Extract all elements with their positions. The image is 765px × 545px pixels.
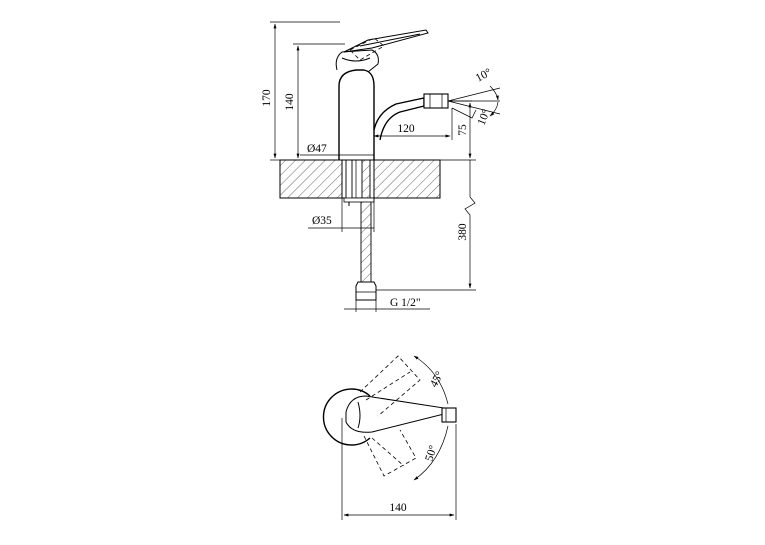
dim-total-height: 170 [261,89,273,107]
supply-hose [360,199,372,283]
dim-hole-diameter: Ø35 [312,215,332,227]
angle-down-label: 10° [476,107,493,127]
top-handle [345,395,445,433]
dim-spout-reach: 120 [397,123,415,135]
handle-cap [335,49,379,73]
dim-body-diameter: Ø47 [307,143,327,155]
dim-spout-height: 75 [457,124,469,136]
angle-up-label: 10° [474,66,494,84]
top-nozzle [441,407,457,423]
base-outline [322,388,371,446]
angle-left-label: 45° [428,369,446,389]
hose-connector [355,281,377,301]
dim-hose-length: 380 [457,223,469,241]
angle-right-label: 50° [423,444,440,463]
dim-body-height: 140 [284,93,296,111]
dim-thread: G 1/2" [390,297,421,309]
spout-nozzle [423,93,449,109]
top-view: 45° 50° 140 [322,355,457,520]
faucet-body [338,69,375,160]
dim-top-width: 140 [389,502,407,514]
side-view: 10° 10° 170 140 120 75 Ø47 [261,21,501,312]
handle-lever [343,29,429,53]
